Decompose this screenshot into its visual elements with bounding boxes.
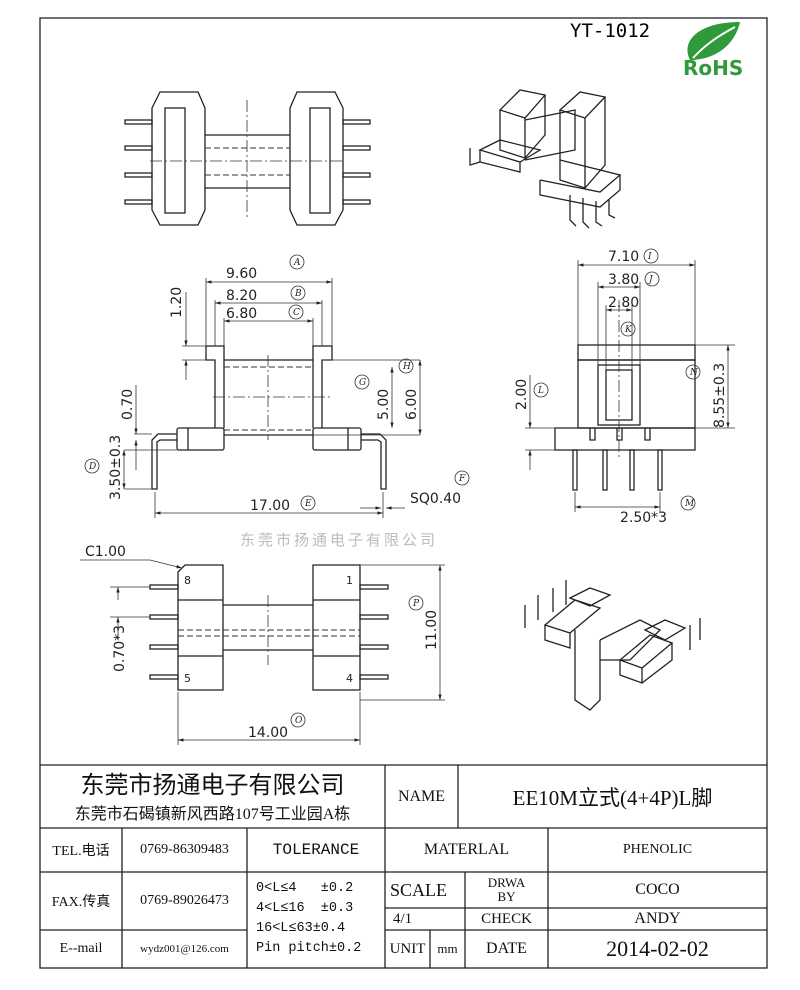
fax-value: 0769-89026473 xyxy=(140,893,229,908)
date-value: 2014-02-02 xyxy=(606,936,709,961)
dim-chamfer: C1.00 xyxy=(85,544,126,560)
dim-pitch: 0.70*3 xyxy=(112,625,128,672)
svg-text:G: G xyxy=(359,378,366,388)
company-name: 东莞市扬通电子有限公司 xyxy=(80,772,345,799)
scale-value: 4/1 xyxy=(393,910,413,927)
top-view xyxy=(124,91,371,226)
svg-text:E: E xyxy=(304,499,312,509)
dim-base: 0.70 xyxy=(120,389,136,420)
fax-label: FAX.传真 xyxy=(51,895,111,910)
tolerance-label: TOLERANCE xyxy=(272,841,360,859)
tolerance-item: 0<L≤4 ±0.2 xyxy=(256,881,354,896)
name-label: NAME xyxy=(397,787,446,805)
check-value: ANDY xyxy=(634,910,681,927)
email-value[interactable]: wydz001@126.com xyxy=(140,943,229,955)
company-address: 东莞市石碣镇新风西路107号工业园A栋 xyxy=(74,806,351,823)
pin-5-label: 5 xyxy=(184,672,191,685)
unit-value: mm xyxy=(437,941,458,956)
dim-N: 8.55±0.3 xyxy=(712,363,728,428)
dim-H: 6.00 xyxy=(404,389,420,420)
dim-B: 8.20 xyxy=(226,288,257,304)
date-label: DATE xyxy=(486,940,527,957)
svg-text:F: F xyxy=(458,474,466,484)
dim-D: 3.50±0.3 xyxy=(108,435,124,500)
material-label: MATERLAL xyxy=(423,841,510,858)
watermark: 东莞市扬通电子有限公司 xyxy=(240,531,438,549)
svg-text:H: H xyxy=(402,362,411,372)
front-view: 9.60 A 8.20 B 6.80 C 1.20 5.00 G 6.00 H … xyxy=(84,254,470,518)
material-value: PHENOLIC xyxy=(622,842,693,857)
dim-G: 5.00 xyxy=(376,389,392,420)
dim-M: 2.50*3 xyxy=(620,510,667,526)
dim-L: 2.00 xyxy=(514,379,530,410)
svg-text:N: N xyxy=(689,368,699,378)
svg-text:O: O xyxy=(295,716,303,726)
rohs-logo: RoHS xyxy=(683,22,743,80)
dim-flange: 1.20 xyxy=(169,287,185,318)
tel-value: 0769-86309483 xyxy=(140,842,229,857)
svg-text:L: L xyxy=(537,386,544,396)
drawn-by-value: COCO xyxy=(635,881,680,898)
svg-text:B: B xyxy=(294,289,302,299)
side-view: 7.10 I 3.80 J 2.80 K 2.00 L 8.55±0.3 N 2… xyxy=(514,248,735,526)
part-name: EE10M立式(4+4P)L脚 xyxy=(512,785,713,810)
email-label: E--mail xyxy=(59,941,103,956)
tolerance-item: 16<L≤63±0.4 xyxy=(256,921,346,936)
isometric-view-bottom xyxy=(524,580,701,711)
dim-P: 11.00 xyxy=(424,610,440,650)
pin-4-label: 4 xyxy=(346,672,353,685)
svg-text:A: A xyxy=(293,258,301,268)
tolerance-list: 0<L≤4 ±0.2 4<L≤16 ±0.3 16<L≤63±0.4 Pin p… xyxy=(256,878,384,960)
svg-text:RoHS: RoHS xyxy=(683,56,743,80)
pin-8-label: 8 xyxy=(184,574,191,587)
dim-O: 14.00 xyxy=(248,725,288,741)
drawn-by-label: DRWA BY xyxy=(487,875,526,904)
tel-label: TEL.电话 xyxy=(52,844,110,859)
isometric-view-top xyxy=(469,89,622,229)
svg-text:M: M xyxy=(684,499,695,509)
svg-text:P: P xyxy=(412,599,420,609)
unit-label: UNIT xyxy=(389,940,426,957)
svg-text:J: J xyxy=(647,275,654,285)
svg-text:C: C xyxy=(293,308,300,318)
tolerance-item: 4<L≤16 ±0.3 xyxy=(256,901,354,916)
dim-C: 6.80 xyxy=(226,306,257,322)
svg-text:I: I xyxy=(647,252,652,262)
pin-1-label: 1 xyxy=(346,574,353,587)
sheet-border xyxy=(39,17,768,969)
svg-text:K: K xyxy=(624,325,633,335)
tolerance-item: Pin pitch±0.2 xyxy=(256,941,362,956)
dim-I: 7.10 xyxy=(608,249,639,265)
check-label: CHECK xyxy=(481,910,532,927)
scale-label: SCALE xyxy=(390,879,448,900)
dim-J: 3.80 xyxy=(608,272,639,288)
svg-text:D: D xyxy=(88,462,96,472)
dim-F: SQ0.40 xyxy=(410,491,461,507)
part-number: YT-1012 xyxy=(570,20,650,42)
bottom-view: C1.00 0.70*3 11.00 P 14.00 O 8 5 1 4 xyxy=(80,544,445,745)
title-block-grid xyxy=(40,764,767,968)
dim-E: 17.00 xyxy=(250,498,290,514)
dim-K: 2.80 xyxy=(608,295,639,311)
dim-A: 9.60 xyxy=(226,266,257,282)
